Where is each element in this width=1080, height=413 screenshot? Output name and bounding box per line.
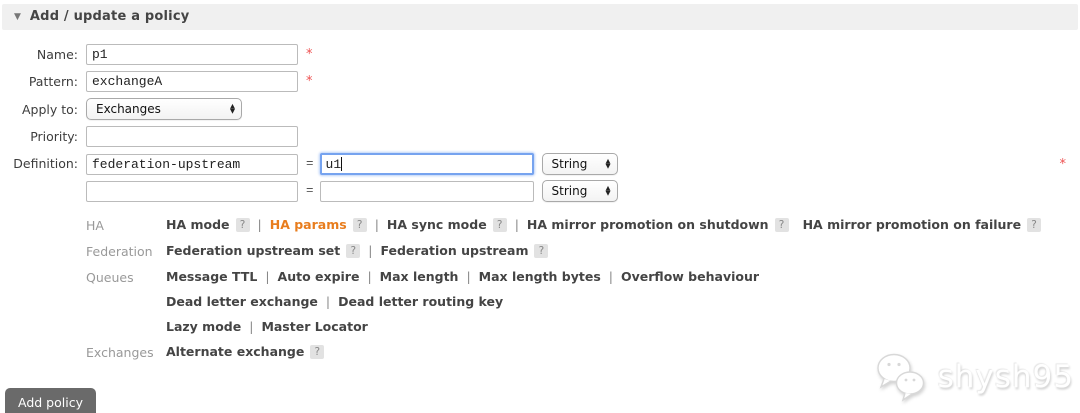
separator: | <box>514 217 519 232</box>
pattern-input[interactable] <box>86 71 298 92</box>
help-question-icon[interactable]: ? <box>1027 217 1042 232</box>
apply-to-selected-value: Exchanges <box>96 102 161 116</box>
help-question-icon[interactable]: ? <box>235 217 250 232</box>
help-link-ha-sync-mode[interactable]: HA sync mode <box>386 217 487 232</box>
help-link-ha-params[interactable]: HA params <box>269 217 347 232</box>
help-question-icon[interactable]: ? <box>310 344 325 359</box>
separator: | <box>249 319 254 334</box>
separator: | <box>367 269 372 284</box>
help-link-message-ttl[interactable]: Message TTL <box>166 269 258 284</box>
help-link-dead-letter-exchange[interactable]: Dead letter exchange <box>166 294 318 309</box>
help-link-federation-upstream[interactable]: Federation upstream <box>380 243 529 258</box>
definition-required-star: * <box>1059 156 1067 172</box>
help-link-ha-mirror-promotion-on-shutdown[interactable]: HA mirror promotion on shutdown <box>526 217 769 232</box>
definition-value-input-1[interactable]: u1 <box>319 153 534 175</box>
help-question-icon[interactable]: ? <box>534 243 549 258</box>
pattern-required-star: * <box>306 74 313 89</box>
priority-label: Priority: <box>30 129 78 144</box>
help-link-master-locator[interactable]: Master Locator <box>261 319 368 334</box>
help-link-ha-mirror-promotion-on-failure[interactable]: HA mirror promotion on failure <box>802 217 1022 232</box>
definition-type-select-2[interactable]: String ▲▼ <box>541 180 618 202</box>
name-input[interactable] <box>86 44 298 65</box>
separator: | <box>374 217 379 232</box>
separator: | <box>257 217 262 232</box>
definition-row-1: = u1 String ▲▼ * <box>86 153 1080 175</box>
help-link-overflow-behaviour[interactable]: Overflow behaviour <box>621 269 760 284</box>
help-category-label: Federation <box>86 244 153 259</box>
help-question-icon[interactable]: ? <box>492 217 507 232</box>
policy-form: Name: * Pattern: * Apply to: Exchanges ▲… <box>0 44 1080 413</box>
equals-sign: = <box>306 184 314 198</box>
policy-section-header[interactable]: ▼ Add / update a policy <box>2 4 1078 30</box>
help-question-icon[interactable]: ? <box>352 217 367 232</box>
help-question-icon[interactable]: ? <box>346 243 361 258</box>
separator: | <box>608 269 614 284</box>
help-link-max-length[interactable]: Max length <box>379 269 459 284</box>
help-section-queues: Queues Message TTL | Auto expire | Max length… <box>86 269 1080 334</box>
definition-row-2: = String ▲▼ <box>86 180 1080 202</box>
separator: | <box>325 294 331 309</box>
select-arrows-icon: ▲▼ <box>605 183 611 197</box>
help-link-ha-mode[interactable]: HA mode <box>166 217 230 232</box>
select-arrows-icon: ▲▼ <box>230 101 235 115</box>
help-question-icon[interactable]: ? <box>774 217 789 232</box>
name-required-star: * <box>306 47 313 62</box>
help-link-auto-expire[interactable]: Auto expire <box>277 269 360 284</box>
help-link-federation-upstream-set[interactable]: Federation upstream set <box>166 243 341 258</box>
definition-label: Definition: <box>13 156 78 171</box>
pattern-label: Pattern: <box>28 74 78 89</box>
name-label: Name: <box>36 47 78 62</box>
help-link-lazy-mode[interactable]: Lazy mode <box>166 319 242 334</box>
name-row: Name: * <box>0 44 1080 65</box>
separator: | <box>265 269 270 284</box>
select-arrows-icon: ▲▼ <box>605 156 611 170</box>
help-link-max-length-bytes[interactable]: Max length bytes <box>478 269 601 284</box>
text-caret <box>341 157 343 171</box>
definition-key-input-2[interactable] <box>86 180 298 202</box>
apply-to-label: Apply to: <box>21 101 78 117</box>
separator: | <box>466 269 471 284</box>
help-category-label: HA <box>86 218 104 233</box>
definition-type-select-1[interactable]: String ▲▼ <box>541 153 618 175</box>
help-category-label: Queues <box>86 270 134 285</box>
collapse-arrow-icon[interactable]: ▼ <box>14 11 21 22</box>
definition-type-value-2: String <box>551 184 588 198</box>
definition-key-input-1[interactable] <box>86 153 298 175</box>
help-section-ha: HA HA mode? | HA params? | HA sync mode? | HA m… <box>86 217 1080 233</box>
separator: | <box>368 243 373 258</box>
apply-to-row: Apply to: Exchanges ▲▼ <box>0 98 1080 120</box>
equals-sign: = <box>306 157 314 171</box>
apply-to-select[interactable]: Exchanges ▲▼ <box>86 98 242 120</box>
definition-type-value-1: String <box>551 157 588 171</box>
add-policy-button[interactable]: Add policy <box>5 388 96 413</box>
help-section-federation: Federation Federation upstream set? | Feder… <box>86 243 1080 259</box>
help-category-label: Exchanges <box>86 345 154 360</box>
help-link-dead-letter-routing-key[interactable]: Dead letter routing key <box>338 294 504 309</box>
help-link-alternate-exchange[interactable]: Alternate exchange <box>166 344 305 359</box>
pattern-row: Pattern: * <box>0 71 1080 92</box>
priority-input[interactable] <box>86 126 298 147</box>
page-title: Add / update a policy <box>29 9 190 24</box>
priority-row: Priority: <box>0 126 1080 147</box>
definition-value-input-2[interactable] <box>319 180 534 202</box>
definition-block: Definition: = u1 String ▲▼ * = <box>0 153 1080 207</box>
help-section-exchanges: Exchanges Alternate exchange? <box>86 344 1080 360</box>
